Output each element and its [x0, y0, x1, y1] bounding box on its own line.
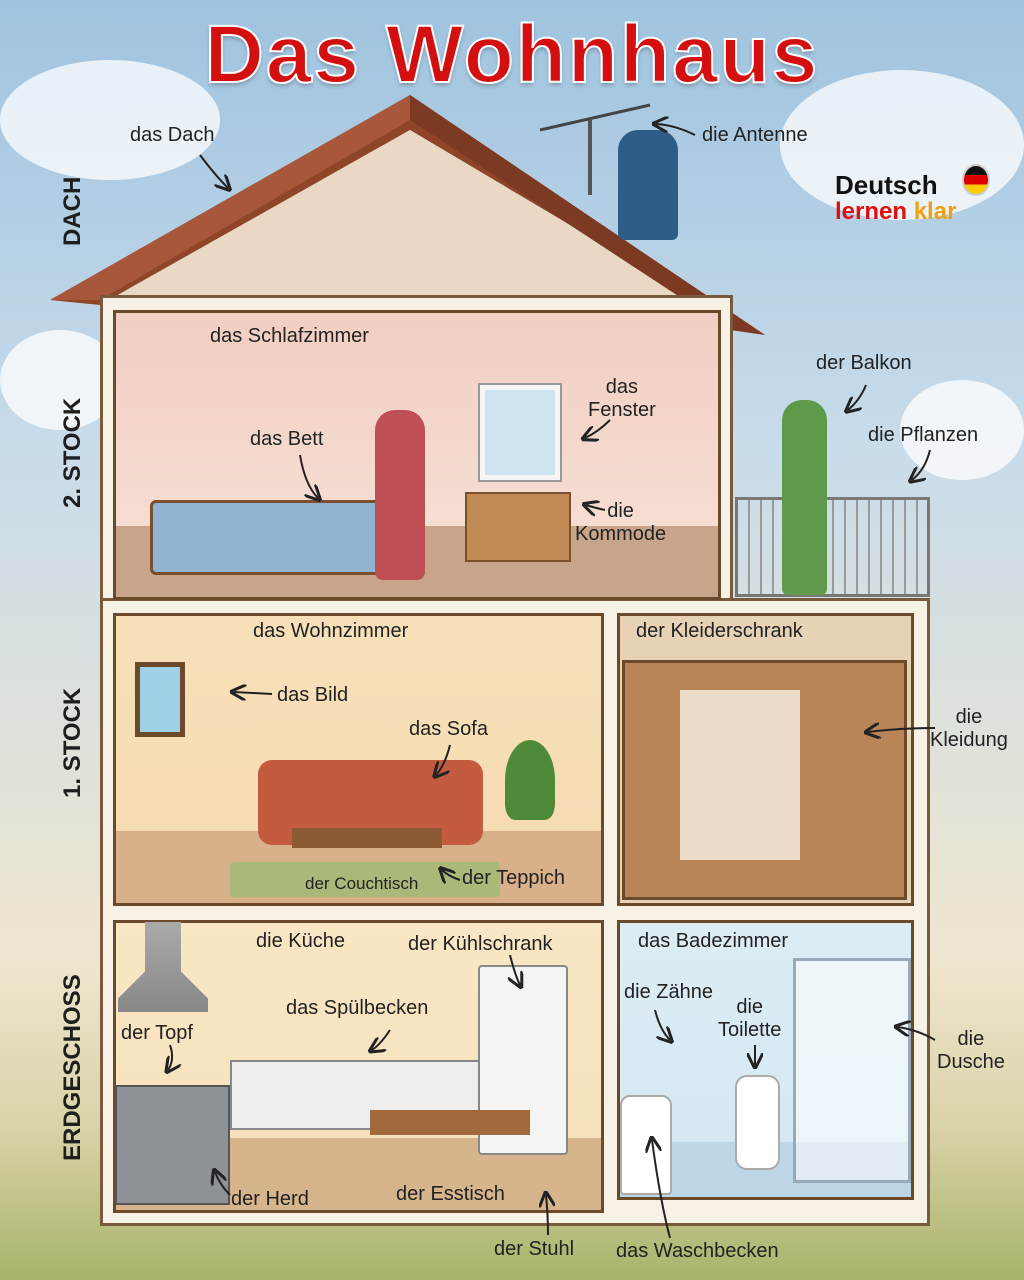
label-teppich: der Teppich: [462, 867, 566, 889]
dining-table: [370, 1110, 530, 1135]
label-fenster-noun: Fenster: [588, 399, 656, 421]
label-toilette-noun: Toilette: [718, 1019, 782, 1041]
roof: [50, 95, 765, 335]
label-kueche: die Küche: [256, 930, 345, 952]
label-balkon: der Balkon: [816, 352, 912, 374]
balcony-railing: [735, 497, 930, 597]
woman-making-bed: [375, 410, 425, 580]
label-waschbecken: das Waschbecken: [616, 1240, 779, 1262]
shower: [793, 958, 911, 1183]
cloud: [0, 60, 220, 180]
stove: [115, 1085, 230, 1205]
logo-text: lernen klar: [835, 198, 956, 226]
label-zaehne: die Zähne: [624, 981, 713, 1003]
picture-frame: [135, 662, 185, 737]
label-stuhl: der Stuhl: [494, 1238, 575, 1260]
logo-flag-icon: [962, 164, 990, 196]
label-kommode-noun: Kommode: [575, 523, 667, 545]
wardrobe-inner: [680, 690, 800, 860]
label-wohnzimmer: das Wohnzimmer: [253, 620, 409, 642]
label-fenster-article: das: [605, 376, 639, 398]
floor-label-erdgeschoss: ERDGESCHOSS: [59, 974, 86, 1162]
label-antenne: die Antenne: [702, 124, 808, 146]
logo-text: Deutsch: [835, 170, 938, 200]
page-title: Das Wohnhaus: [204, 8, 820, 101]
logo-word: lernen: [835, 198, 908, 225]
floor-label-2-stock: 2. STOCK: [59, 397, 86, 509]
plant: [505, 740, 555, 820]
label-kleidung-noun: Kleidung: [930, 729, 1008, 751]
label-dach: das Dach: [130, 124, 215, 146]
label-pflanzen: die Pflanzen: [868, 424, 979, 446]
bed: [150, 500, 390, 575]
label-kuehlschrank: der Kühlschrank: [408, 933, 553, 955]
label-bild: das Bild: [277, 684, 349, 706]
label-couchtisch: der Couchtisch: [305, 874, 419, 893]
label-bett: das Bett: [250, 428, 324, 450]
label-dusche-article: die: [957, 1028, 985, 1050]
cloud: [780, 70, 1024, 220]
floor-label-dach: DACH: [59, 176, 86, 246]
label-esstisch: der Esstisch: [396, 1183, 505, 1205]
toilet: [735, 1075, 780, 1170]
label-sofa: das Sofa: [409, 718, 488, 740]
label-dusche-noun: Dusche: [937, 1051, 1005, 1073]
coffee-table: [292, 828, 442, 848]
label-kommode-article: die: [607, 500, 634, 522]
label-topf: der Topf: [121, 1022, 193, 1044]
label-kleidung-article: die: [955, 706, 983, 728]
sink: [620, 1095, 672, 1195]
man-watering-plants: [782, 400, 827, 595]
label-badezimmer: das Badezimmer: [638, 930, 789, 952]
logo-word: klar: [913, 198, 957, 225]
label-herd: der Herd: [231, 1188, 309, 1210]
label-kleiderschrank: der Kleiderschrank: [636, 620, 803, 642]
label-schlafzimmer: das Schlafzimmer: [210, 325, 369, 347]
window: [478, 383, 562, 482]
label-toilette-article: die: [736, 996, 764, 1018]
worker-on-roof: [618, 130, 678, 240]
dresser: [465, 492, 571, 562]
label-spuelbecken: das Spülbecken: [286, 997, 429, 1019]
floor-label-1-stock: 1. STOCK: [59, 687, 86, 799]
